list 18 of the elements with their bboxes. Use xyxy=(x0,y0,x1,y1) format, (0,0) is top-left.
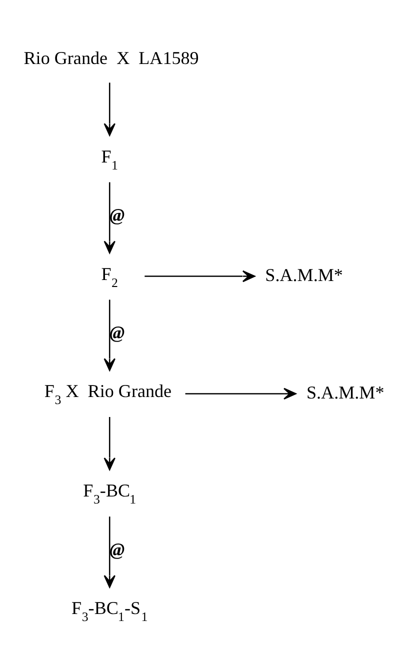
node-text: F$_{3}$-BC$_{1}$ xyxy=(83,480,136,507)
arrow xyxy=(104,82,116,136)
edge-label: @ xyxy=(110,539,125,560)
arrow xyxy=(104,182,116,254)
node-text: F$_{1}$ xyxy=(101,146,118,172)
node-text: F$_{3}$ X Rio Grande xyxy=(44,381,172,408)
edge-label: @ xyxy=(110,205,125,226)
node-text: F$_{3}$-BC$_{1}$-S$_{1}$ xyxy=(72,598,148,624)
arrow xyxy=(144,270,256,282)
node-text: S.A.M.M* xyxy=(306,382,384,403)
arrow xyxy=(104,417,116,470)
node-text: Rio Grande X LA1589 xyxy=(24,48,199,68)
node-text: S.A.M.M* xyxy=(265,265,343,286)
arrow xyxy=(104,300,116,371)
arrow xyxy=(185,388,296,400)
node-text: F$_{2}$ xyxy=(101,264,118,290)
edge-label: @ xyxy=(110,322,125,342)
arrow xyxy=(104,516,116,588)
